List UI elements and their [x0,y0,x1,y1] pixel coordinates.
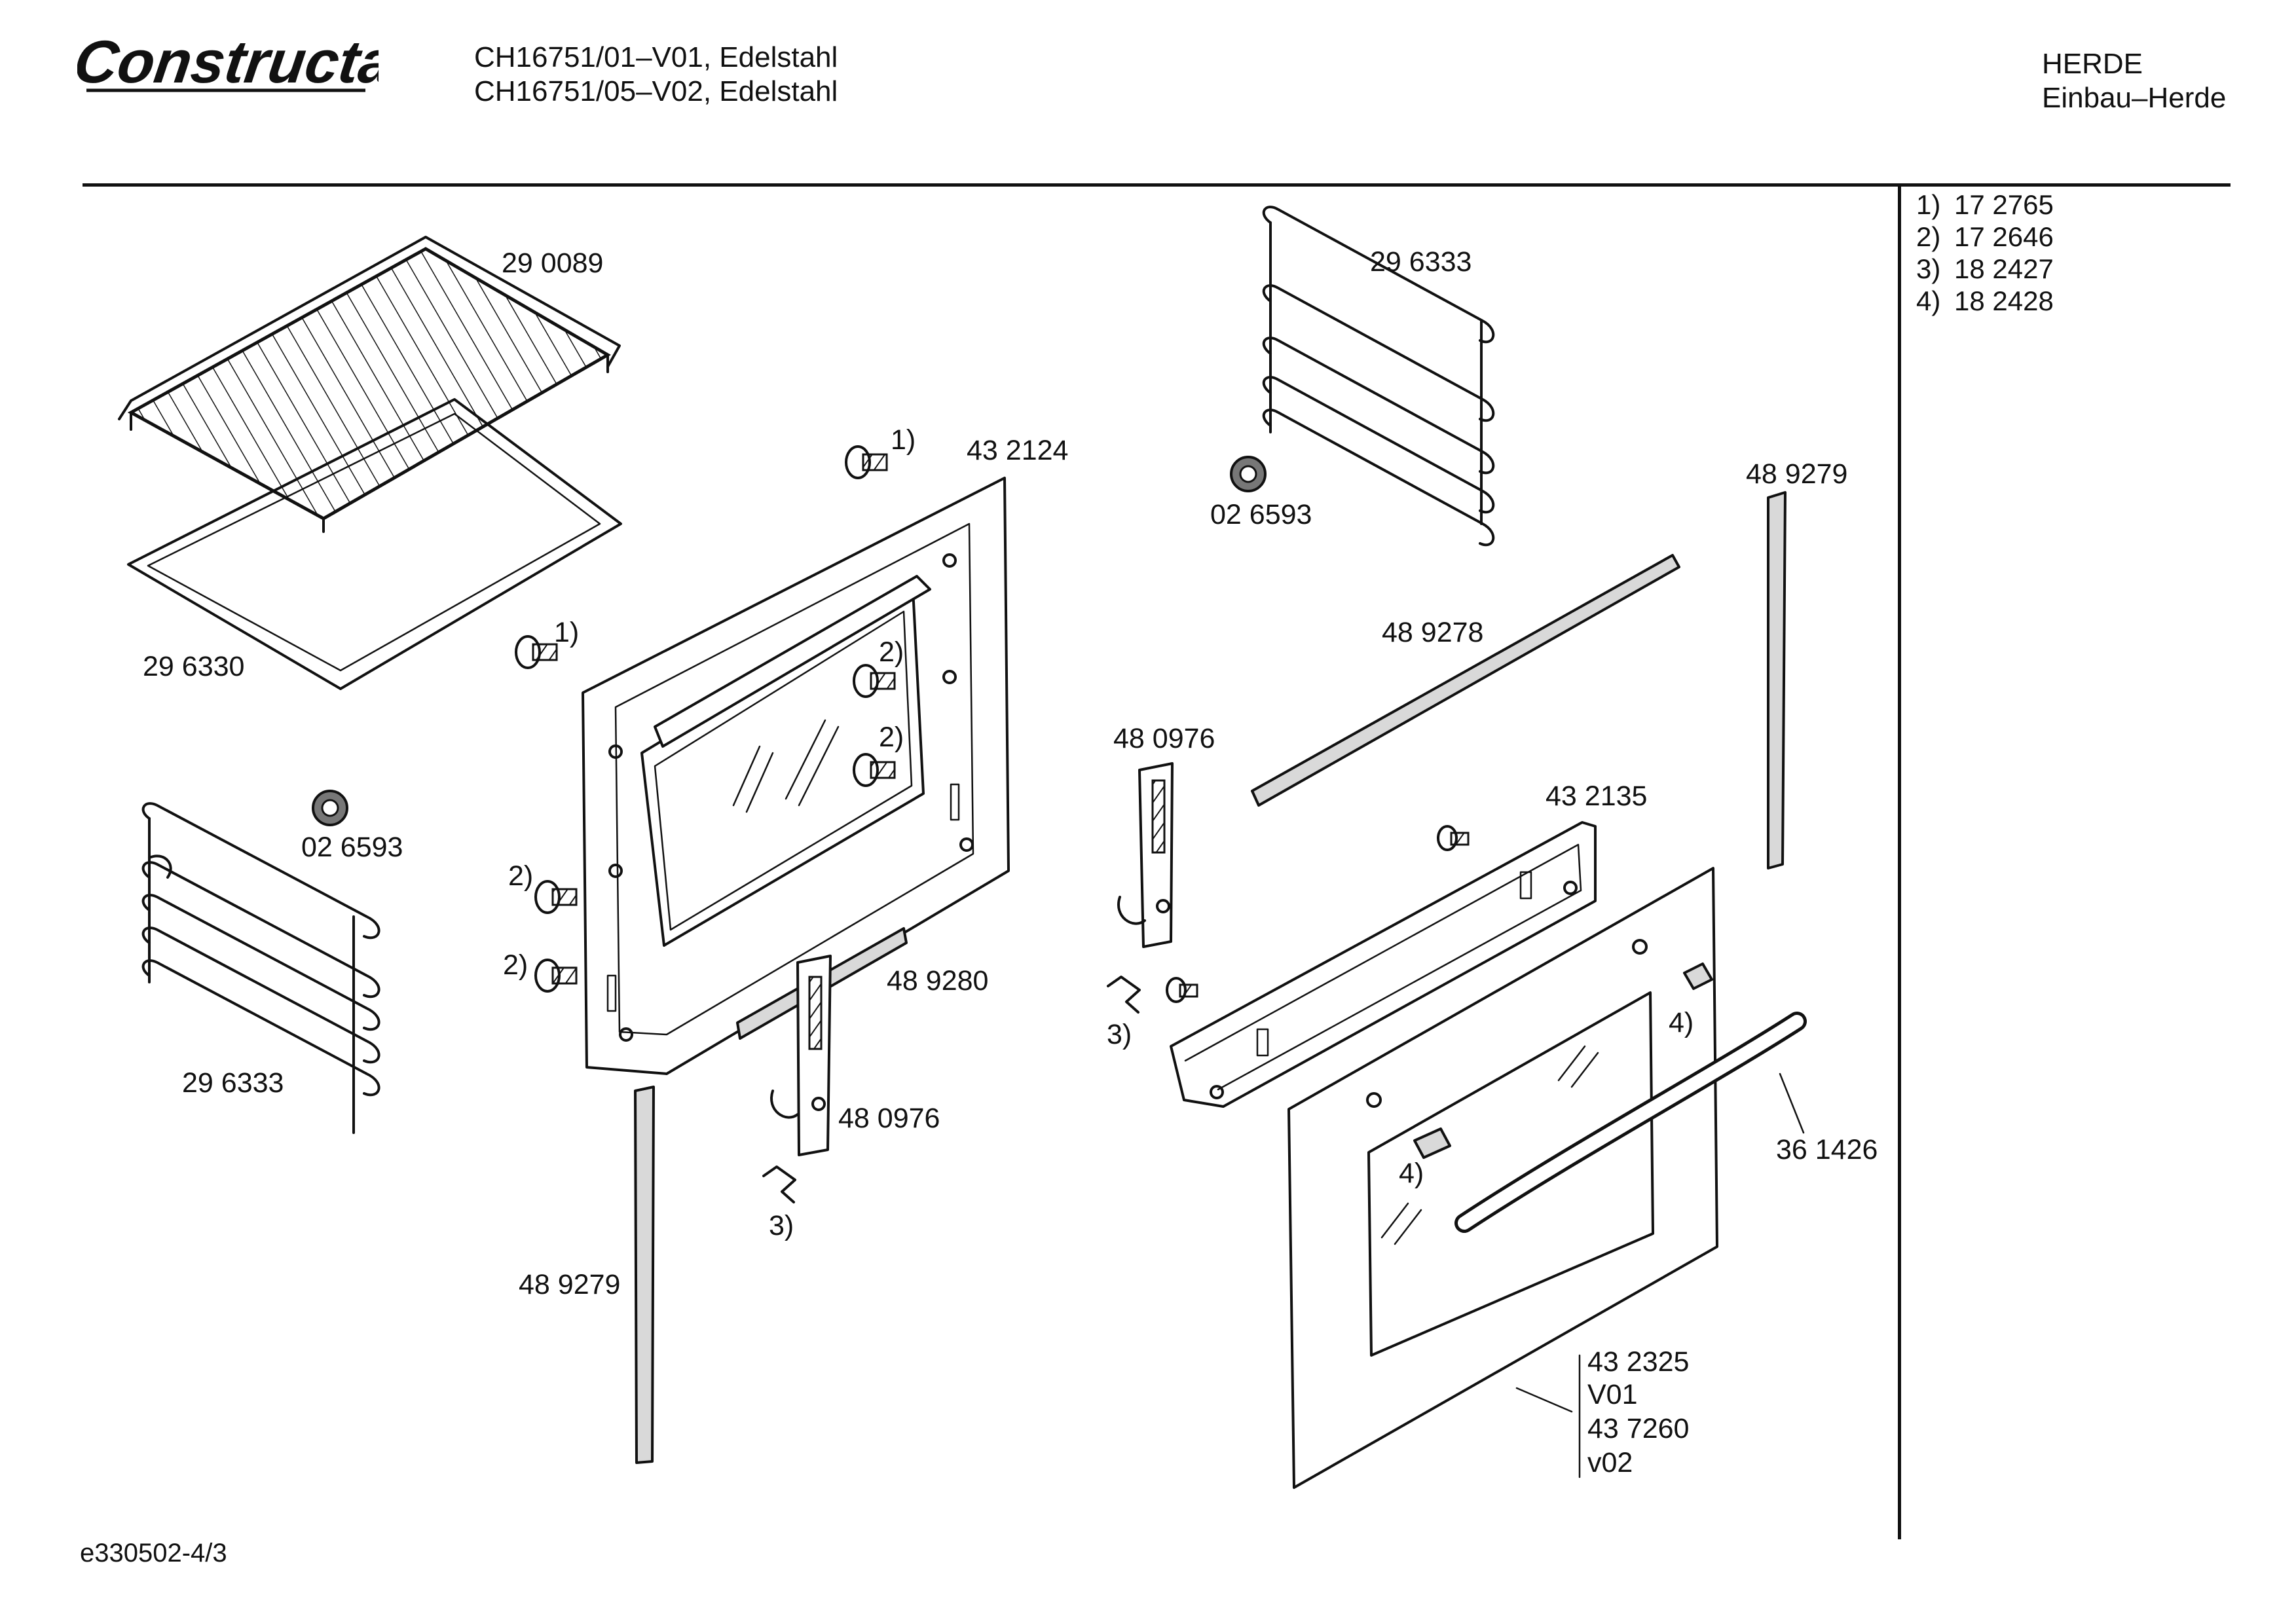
label-ref-2a: 2) [879,636,904,668]
legend-part: 17 2646 [1954,221,2054,252]
header-divider [83,183,2231,187]
legend-ref: 1) [1916,189,1941,220]
legend-part: 18 2427 [1954,253,2054,284]
knob-left [312,790,348,826]
label-ref-2d: 2) [503,949,528,981]
legend-row: 4) 18 2428 [1916,285,2054,317]
hinge-right [1117,762,1174,948]
seal-top [1251,554,1680,807]
category-block: HERDE Einbau–Herde [2042,47,2226,115]
door-handle [1454,1012,1807,1233]
label-seal-left: 48 9279 [519,1269,620,1300]
label-door-line-4: v02 [1587,1447,1633,1478]
label-hinge-right: 48 0976 [1113,723,1215,754]
screw-door-frame [1437,825,1470,851]
label-ref-2c: 2) [508,860,533,892]
legend-row: 1) 17 2765 [1916,189,2054,221]
clip-3b [762,1165,796,1203]
seal-left [634,1086,655,1464]
legend-ref: 4) [1916,285,1941,316]
screw-2c [534,880,578,914]
brand-wordmark: Constructa [77,27,379,95]
category-main: HERDE [2042,48,2143,80]
side-rail-left [141,802,380,1134]
label-seal-top: 48 9278 [1382,617,1483,648]
grid-shelf [118,236,621,533]
screw-2d [534,959,578,993]
latch-4b [1413,1127,1451,1159]
latch-4a [1683,962,1713,990]
legend-ref: 3) [1916,253,1941,284]
label-ref-4a: 4) [1669,1007,1694,1038]
label-knob-left: 02 6593 [301,832,403,863]
legend-ref: 2) [1916,221,1941,252]
label-door-frame: 43 2135 [1546,780,1647,812]
legend-part: 18 2428 [1954,285,2054,316]
legend-row: 2) 17 2646 [1916,221,2054,253]
brand-logo: Constructa [77,25,379,97]
screw-door-hinge [1166,977,1198,1003]
knob-right [1230,456,1267,492]
screw-1a [845,445,888,479]
reference-legend: 1) 17 2765 2) 17 2646 3) 18 2427 4) 18 2… [1916,189,2054,317]
screw-2a [853,664,896,698]
door-frame [1170,821,1597,1108]
label-baking-tray: 29 6330 [143,651,244,682]
label-rail-right: 29 6333 [1370,246,1472,278]
label-seal-right: 48 9279 [1746,458,1847,490]
label-ref-1b: 1) [554,617,579,648]
label-hinge-left: 48 0976 [838,1103,940,1134]
side-rail-right [1262,206,1495,547]
clip-3a [1107,976,1141,1014]
label-door-line-3: 43 7260 [1587,1413,1689,1444]
screw-1b [515,635,558,669]
label-ref-3b: 3) [769,1210,794,1241]
category-sub: Einbau–Herde [2042,82,2227,114]
label-door-line-2: V01 [1587,1379,1638,1410]
model-list: CH16751/01–V01, Edelstahl CH16751/05–V02… [474,41,838,109]
label-handle: 36 1426 [1776,1134,1878,1165]
document-code: e330502-4/3 [80,1539,227,1567]
model-line-1: CH16751/01–V01, Edelstahl [474,41,838,73]
label-ref-3a: 3) [1107,1019,1132,1050]
legend-divider [1898,185,1901,1539]
label-ref-1a: 1) [891,424,916,456]
label-rail-left: 29 6333 [182,1067,284,1099]
model-line-2: CH16751/05–V02, Edelstahl [474,75,838,107]
label-door-line-1: 43 2325 [1587,1346,1689,1378]
legend-part: 17 2765 [1954,189,2054,220]
label-grid-shelf: 29 0089 [502,247,603,279]
legend-row: 3) 18 2427 [1916,253,2054,285]
label-knob-right: 02 6593 [1210,499,1312,530]
seal-right [1767,491,1787,870]
label-ref-2b: 2) [879,722,904,753]
label-seal-bottom: 48 9280 [887,965,988,997]
leader-lines [1515,1072,1805,1478]
label-ref-4b: 4) [1399,1158,1424,1189]
label-frame: 43 2124 [967,435,1068,466]
oven-door [1287,867,1718,1489]
screw-2b [853,753,896,787]
hinge-left [770,955,832,1156]
